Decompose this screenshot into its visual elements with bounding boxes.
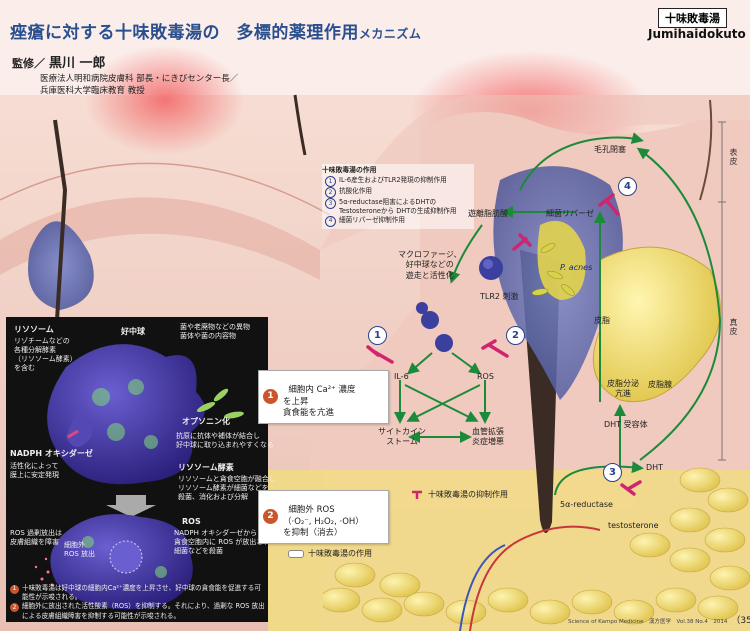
- macrophage-cells: [416, 256, 503, 352]
- layer-epidermis: 表皮: [729, 148, 738, 166]
- panel-lysosome: リソソーム: [14, 325, 54, 334]
- panel-ros-desc: NADPH オキシダーゼから 貪食空胞内に ROS が放出され、 細菌などを殺菌: [174, 529, 278, 556]
- panel-ros-out: 細胞外 ROS 放出: [64, 541, 96, 559]
- action-pill-icon: [288, 549, 304, 558]
- label-cytokine: サイトカイン ストーム: [378, 427, 426, 446]
- inhibition-key: 十味敗毒湯の抑制作用: [410, 489, 508, 500]
- marker-4: 4: [618, 177, 637, 196]
- inhibition-t-icon: [412, 490, 422, 499]
- affiliation-1: 医療法人明和病院皮膚科 部長・にきびセンター長／: [40, 74, 239, 84]
- label-p-acnes: P. acnes: [560, 263, 593, 272]
- affiliation-2: 兵庫医科大学臨床教育 教授: [40, 86, 145, 96]
- legend-heading: 十味敗毒湯の作用: [322, 166, 377, 174]
- panel-title: 好中球: [121, 327, 145, 336]
- editor-line: 監修／黒川 一郎: [12, 56, 106, 71]
- neutrophil-art: [34, 344, 244, 610]
- label-il6: IL-6: [394, 372, 409, 381]
- label-ros: ROS: [477, 372, 494, 381]
- label-vascular: 血管拡張 炎症増悪: [472, 427, 504, 446]
- label-macrophage: マクロファージ、 好中球などの 遊走と活性化: [398, 250, 462, 280]
- panel-nadph-desc: 活性化によって 膜上に安定発現: [10, 462, 59, 480]
- neutrophil-panel: 好中球 リソソーム リゾチームなどの 各種分解酵素 （リソソーム酵素） を含む …: [6, 317, 277, 622]
- panel-lyso-enzyme: リソソーム酵素: [178, 463, 234, 472]
- label-sebum-free: 遊離脂肪酸: [468, 209, 508, 218]
- label-dht-receptor: DHT 受容体: [604, 420, 648, 429]
- label-pore: 毛孔閉塞: [594, 145, 626, 154]
- label-sebum: 皮脂: [594, 316, 610, 325]
- label-dht: DHT: [646, 463, 664, 472]
- label-tlr2: TLR2 刺激: [480, 292, 519, 301]
- page-title: 痤瘡に対する十味敗毒湯の 多標的薬理作用メカニズム: [10, 23, 422, 43]
- panel-ros-label: ROS: [182, 517, 201, 526]
- action-key: 十味敗毒湯の作用: [288, 548, 372, 559]
- label-reductase: 5α-reductase: [560, 500, 613, 509]
- panel-nadph: NADPH オキシダーゼ: [10, 449, 93, 458]
- panel-lyso-enzyme-desc: リソソームと貪食空胞が融合し リソソーム酵素が細菌などを 殺菌、消化および分解: [178, 475, 276, 502]
- product-romaji: Jumihaidokuto: [648, 27, 746, 41]
- product-badge: 十味敗毒湯: [658, 8, 727, 28]
- marker-3: 3: [603, 463, 622, 482]
- panel-opsonin: オプソニン化: [182, 417, 230, 426]
- marker-2: 2: [506, 326, 525, 345]
- label-sebum-secretion: 皮脂分泌 亢進: [607, 379, 639, 399]
- label-sebaceous-gland: 皮脂腺: [648, 380, 672, 389]
- label-testosterone: testosterone: [608, 521, 659, 530]
- panel-lysosome-desc: リゾチームなどの 各種分解酵素 （リソソーム酵素） を含む: [14, 337, 77, 373]
- panel-opsonin-desc: 抗原に抗体や補体が結合し 好中球に取り込まれやすくなる: [176, 432, 274, 450]
- layer-dermis: 真皮: [729, 318, 738, 336]
- panel-ros-harm: ROS 過剰放出は 皮膚組織を障害: [10, 529, 63, 547]
- panel-foreign: 菌や老廃物などの異物 菌体や菌の内容物: [180, 323, 250, 341]
- label-lipase: 細菌リパーゼ: [546, 209, 594, 218]
- marker-1: 1: [368, 326, 387, 345]
- page-footer: Science of Kampo Medicine 漢方医学 Vol.38 No…: [568, 616, 750, 626]
